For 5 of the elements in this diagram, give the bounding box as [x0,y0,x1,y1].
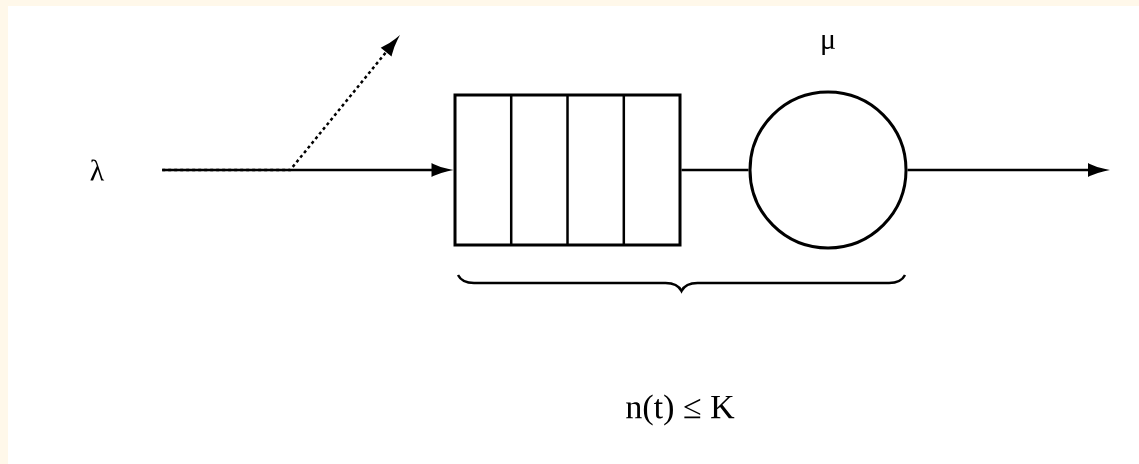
service-rate-label: μ [822,34,835,56]
arrival-rate-label: λ [90,159,105,181]
queue-buffer [453,93,682,247]
capacity-label: n(t) ≤ K [626,394,735,426]
server-circle [748,90,908,250]
